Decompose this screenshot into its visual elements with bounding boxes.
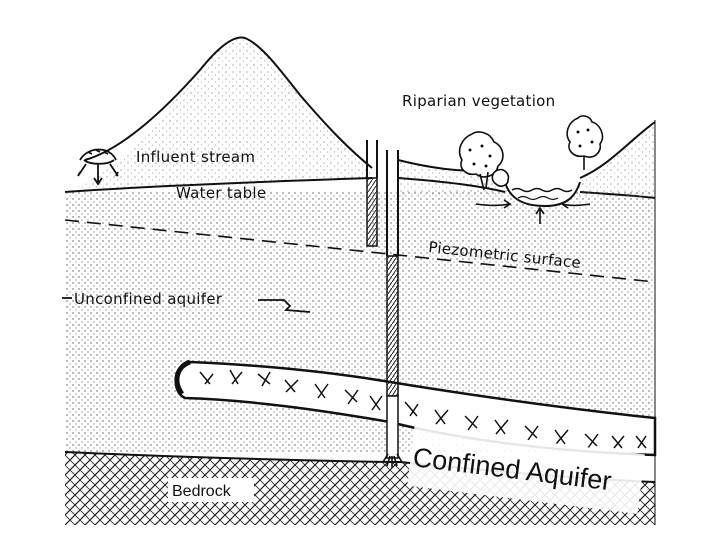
- unconfined-aquifer-label: Unconfined aquifer: [74, 290, 223, 308]
- confined-label-bg: [407, 426, 645, 514]
- aquifer-tip: [174, 359, 192, 396]
- shallow-well: [366, 140, 378, 247]
- hill: [70, 37, 372, 193]
- tree-left: [458, 131, 510, 191]
- effluent-stream: [504, 181, 581, 208]
- flow-arrows: [475, 199, 591, 224]
- bedrock-label-bg: [168, 478, 254, 502]
- influent-stream-label: Influent stream: [136, 148, 255, 166]
- influent-stream-symbol: [77, 148, 119, 186]
- water-table-label: Water table: [176, 184, 266, 202]
- riparian-vegetation-label: Riparian vegetation: [402, 92, 555, 110]
- piezometric-line: [64, 219, 656, 283]
- hill-outline: [84, 36, 373, 169]
- bedrock: [65, 452, 655, 525]
- fracture-marks: [199, 369, 647, 449]
- tree-right: [566, 115, 604, 170]
- right-hill: [398, 122, 655, 195]
- unconfined-pointer: [62, 297, 311, 313]
- deep-well: [382, 150, 403, 468]
- bedrock-label: Bedrock: [172, 483, 232, 500]
